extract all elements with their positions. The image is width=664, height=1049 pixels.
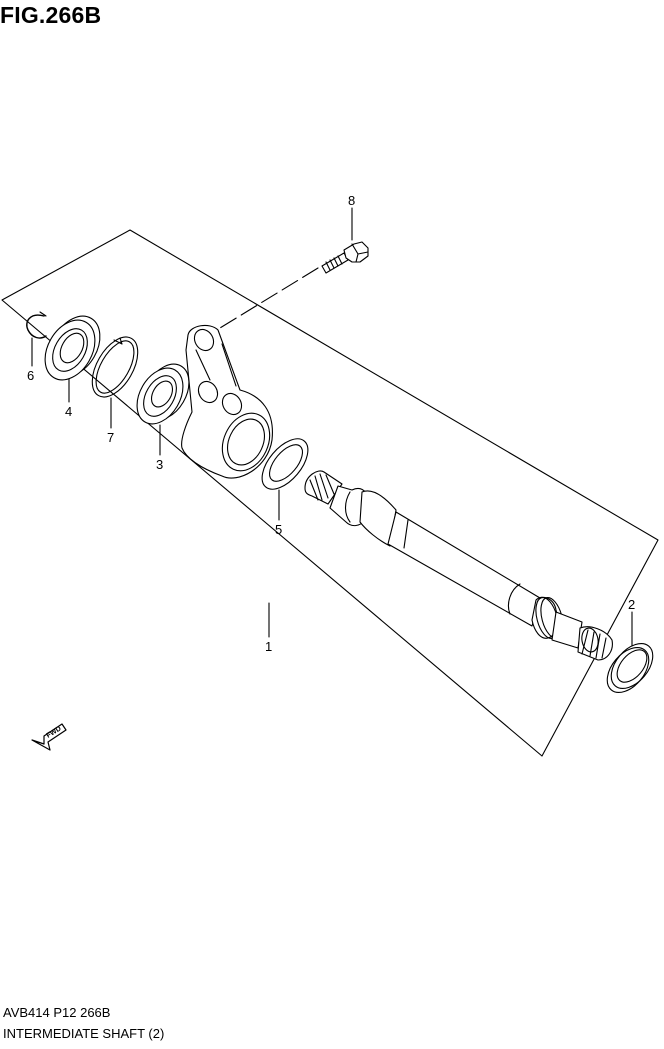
- callout-2: 2: [628, 597, 635, 612]
- bearing-part-3: [136, 363, 190, 425]
- callout-4: 4: [65, 404, 72, 419]
- fwd-arrow-icon: [31, 723, 67, 751]
- footer-diagram-name: INTERMEDIATE SHAFT (2): [3, 1026, 165, 1041]
- intermediate-shaft-part-1: [304, 470, 613, 661]
- center-bearing-bracket: [181, 324, 273, 479]
- callout-3: 3: [156, 457, 163, 472]
- callout-8: 8: [348, 193, 355, 208]
- bolt-centerline: [219, 267, 319, 329]
- callout-5: 5: [275, 522, 282, 537]
- circlip-part-7: [91, 336, 139, 398]
- footer-diagram-code: AVB414 P12 266B: [3, 1005, 111, 1020]
- bolt-part-8: [321, 241, 369, 274]
- ring-part-2: [606, 643, 654, 693]
- figure-title: FIG.266B: [0, 2, 102, 28]
- assembly-outline-box: [1, 229, 659, 757]
- oil-seal-part-4: [44, 315, 101, 381]
- snap-ring-part-6: [26, 311, 47, 339]
- callout-6: 6: [27, 368, 34, 383]
- washer-part-5: [261, 438, 309, 490]
- callout-7: 7: [107, 430, 114, 445]
- callout-1: 1: [265, 639, 272, 654]
